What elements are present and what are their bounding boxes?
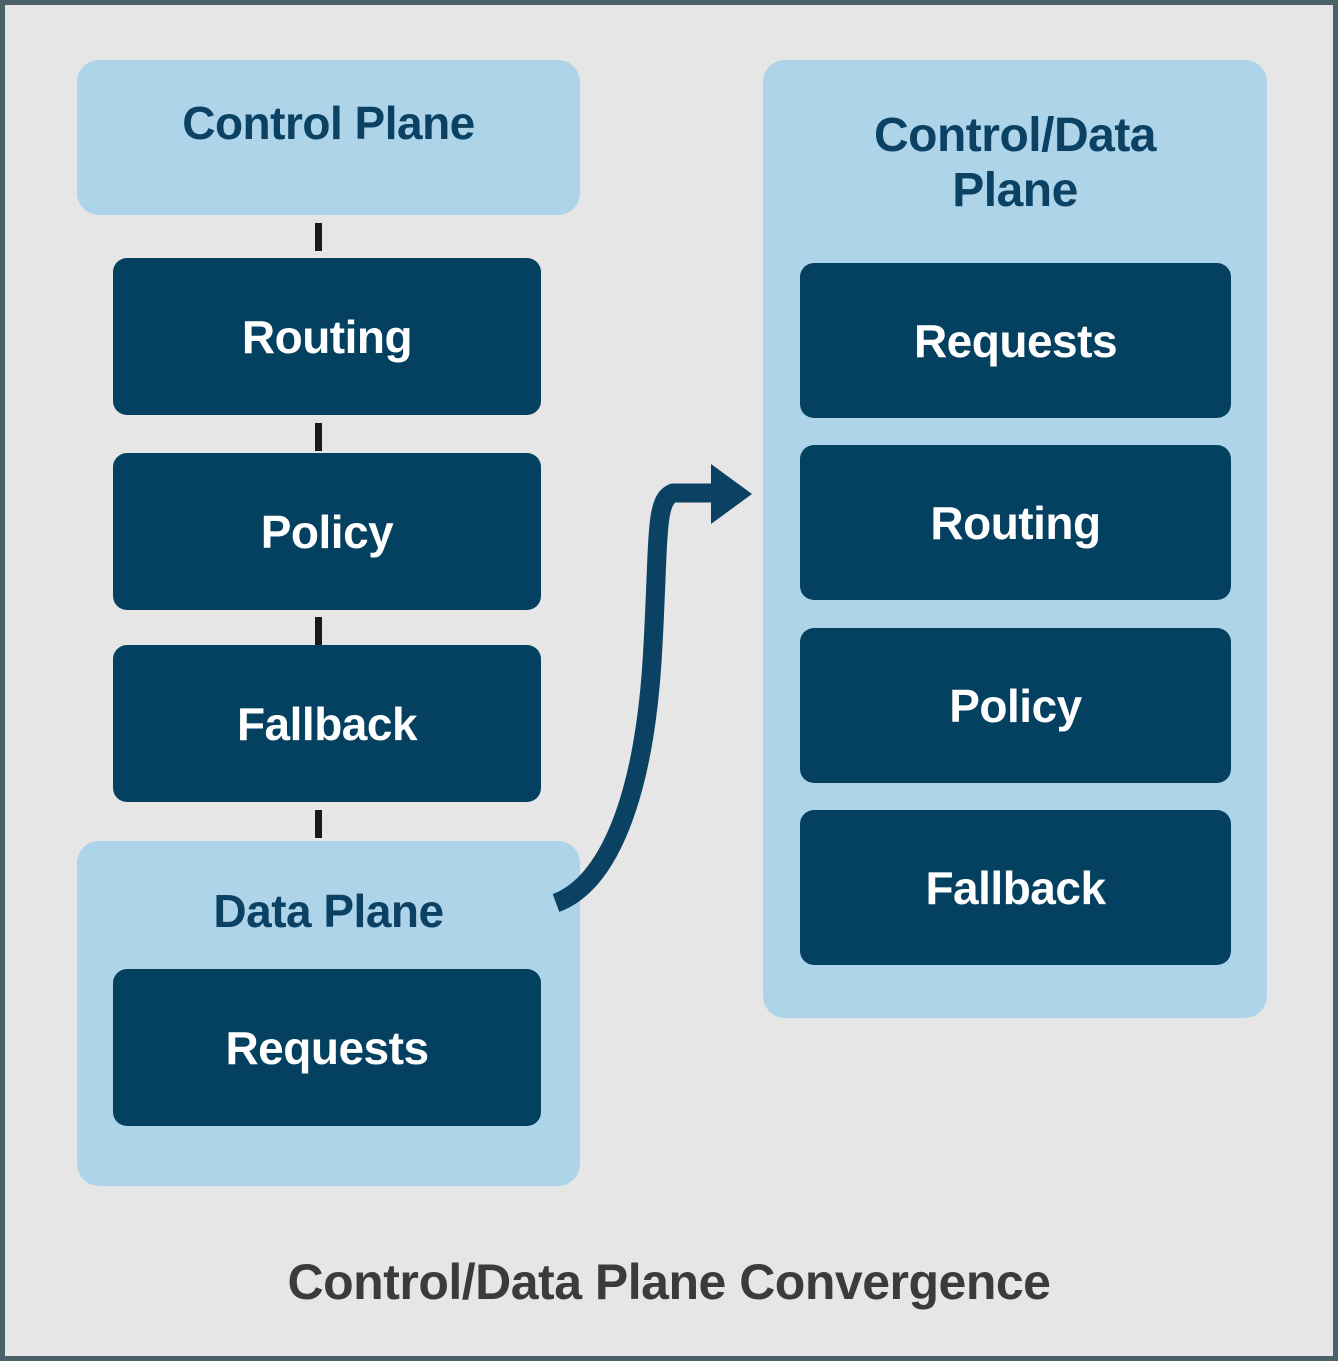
- right-box-requests[interactable]: Requests: [800, 263, 1231, 418]
- right-box-fallback[interactable]: Fallback: [800, 810, 1231, 965]
- converged-plane-title-line1: Control/Data: [874, 109, 1157, 162]
- control-plane-title: Control Plane: [182, 97, 475, 149]
- left-box-fallback[interactable]: Fallback: [113, 645, 541, 802]
- convergence-arrow-head: [711, 464, 752, 524]
- left-box-policy[interactable]: Policy: [113, 453, 541, 610]
- converged-plane-panel[interactable]: Control/Data Plane Requests Routing Poli…: [763, 60, 1267, 1018]
- left-box-routing-label: Routing: [241, 310, 413, 363]
- connector-fallback-to-data-plane: [315, 810, 322, 838]
- data-plane-title: Data Plane: [213, 885, 444, 937]
- convergence-arrow-path: [552, 483, 715, 912]
- right-box-requests-label: Requests: [913, 314, 1118, 367]
- converged-plane-title: Control/Data Plane: [763, 108, 1267, 218]
- left-box-routing[interactable]: Routing: [113, 258, 541, 415]
- left-box-requests[interactable]: Requests: [113, 969, 541, 1126]
- right-box-routing-label: Routing: [930, 496, 1101, 549]
- diagram-caption: Control/Data Plane Convergence: [287, 1254, 1051, 1310]
- right-box-policy-label: Policy: [949, 679, 1082, 732]
- connector-policy-to-fallback: [315, 617, 322, 645]
- left-box-requests-label: Requests: [225, 1021, 429, 1074]
- connector-control-to-routing: [315, 223, 322, 251]
- converged-plane-title-line2: Plane: [952, 164, 1078, 218]
- data-plane-panel[interactable]: Data Plane Requests: [77, 841, 580, 1186]
- control-plane-panel[interactable]: Control Plane: [77, 60, 580, 215]
- right-box-fallback-label: Fallback: [925, 861, 1106, 914]
- left-box-fallback-label: Fallback: [236, 697, 418, 750]
- right-box-routing[interactable]: Routing: [800, 445, 1231, 600]
- right-box-policy[interactable]: Policy: [800, 628, 1231, 783]
- connector-routing-to-policy: [315, 423, 322, 451]
- left-box-policy-label: Policy: [260, 505, 394, 558]
